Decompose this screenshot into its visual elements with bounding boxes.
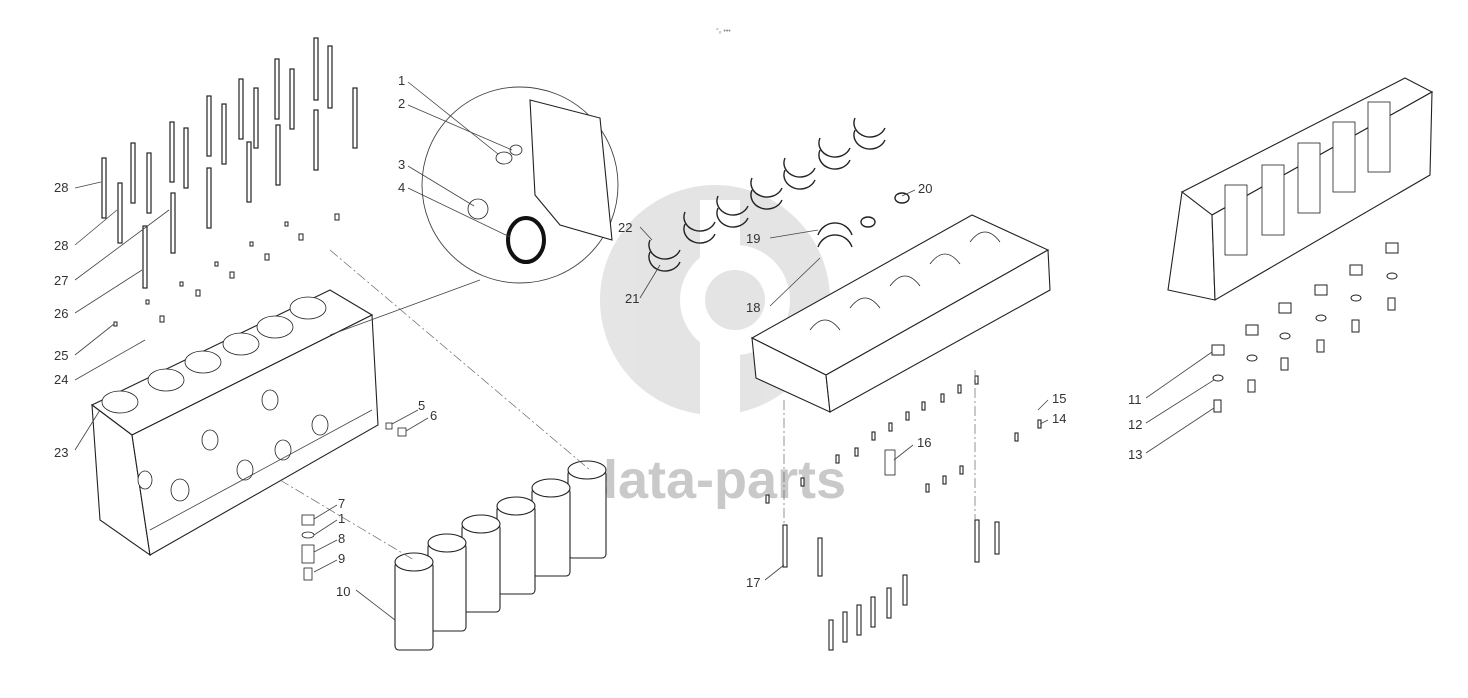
crankcase-bolts	[765, 375, 1042, 651]
callout-8: 8	[338, 531, 345, 546]
callout-24: 24	[54, 372, 68, 387]
callout-25: 25	[54, 348, 68, 363]
plugs-5-6	[385, 422, 407, 437]
callout-23: 23	[54, 445, 68, 460]
callout-19: 19	[746, 231, 760, 246]
callout-13: 13	[1128, 447, 1142, 462]
callout-26: 26	[54, 306, 68, 321]
callout-1: 1	[398, 73, 405, 88]
detail-view	[329, 86, 619, 336]
plug-stack-7-9	[301, 514, 315, 581]
main-bearing-shells	[648, 117, 910, 272]
callout-6: 6	[430, 408, 437, 423]
callout-4: 4	[398, 180, 405, 195]
callout-2: 2	[398, 96, 405, 111]
callout-7: 7	[338, 496, 345, 511]
callout-10: 10	[336, 584, 350, 599]
leader-lines	[74, 81, 1215, 621]
callout-5: 5	[418, 398, 425, 413]
lower-crankcase	[750, 214, 1051, 413]
watermark-logo	[600, 185, 830, 440]
bedplate	[1167, 77, 1434, 301]
dowels	[113, 213, 340, 327]
callout-20: 20	[918, 181, 932, 196]
bedplate-nuts-washers	[1211, 242, 1399, 413]
callout-9: 9	[338, 551, 345, 566]
callout-28b: 28	[54, 180, 68, 195]
callout-labels: 1 2 3 4 5 6 7 1 8 9 10 11 12 13 14 15 16…	[54, 73, 1142, 599]
cylinder-block	[90, 289, 379, 557]
callout-14: 14	[1052, 411, 1066, 426]
callout-17: 17	[746, 575, 760, 590]
callout-12: 12	[1128, 417, 1142, 432]
callout-15: 15	[1052, 391, 1066, 406]
watermark-text: data-parts	[585, 450, 846, 510]
callout-3: 3	[398, 157, 405, 172]
callout-28a: 28	[54, 238, 68, 253]
head-bolts	[101, 37, 358, 289]
callout-1b: 1	[338, 511, 345, 526]
callout-11: 11	[1128, 392, 1142, 407]
callout-22: 22	[618, 220, 632, 235]
callout-18: 18	[746, 300, 760, 315]
callout-27: 27	[54, 273, 68, 288]
top-mark: °ₒ •••	[716, 27, 731, 35]
callout-16: 16	[917, 435, 931, 450]
cylinder-liners	[394, 460, 607, 651]
callout-21: 21	[625, 291, 639, 306]
